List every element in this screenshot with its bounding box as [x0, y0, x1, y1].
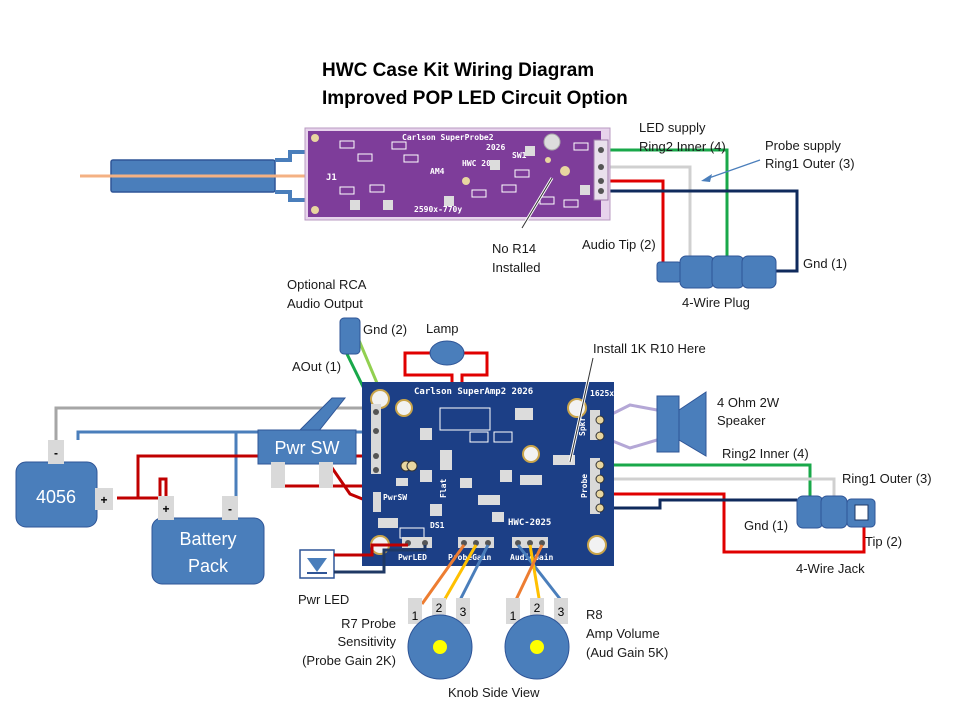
- r8-pin-2: 2: [534, 601, 541, 615]
- diagram-title-line1: HWC Case Kit Wiring Diagram: [322, 60, 594, 81]
- probe-silk-code: HWC 2025: [462, 159, 501, 168]
- probe-silk-sw1: SW1: [512, 151, 527, 160]
- label-four-wire-jack: 4-Wire Jack: [796, 561, 865, 576]
- battery-label-2: Pack: [188, 556, 229, 576]
- probe-silk-part: 2590x-770y: [414, 205, 462, 214]
- wire-jack-gnd: [600, 498, 797, 510]
- label-probe-supply-1: Probe supply: [765, 138, 841, 153]
- amp-silk-probe: Probe: [580, 474, 589, 498]
- four-wire-jack: [796, 495, 876, 529]
- label-r7-3: (Probe Gain 2K): [302, 653, 396, 668]
- charger-label: 4056: [36, 487, 76, 507]
- probe-silk-title: Carlson SuperProbe2: [402, 133, 494, 142]
- diagram-title-line2: Improved POP LED Circuit Option: [322, 88, 628, 109]
- amp-silk-pwrsw: PwrSW: [383, 493, 407, 502]
- battery-minus: -: [228, 502, 232, 516]
- speaker: [656, 391, 707, 457]
- probe-silk-am4: AM4: [430, 167, 445, 176]
- wire-gnd-plug: [607, 189, 799, 273]
- label-probe-supply-2: Ring1 Outer (3): [765, 156, 855, 171]
- label-install-r10: Install 1K R10 Here: [593, 341, 706, 356]
- four-wire-plug: [656, 255, 777, 289]
- label-ring2-inner: Ring2 Inner (4): [722, 446, 809, 461]
- label-r8-3: (Aud Gain 5K): [586, 645, 668, 660]
- label-knob-side-view: Knob Side View: [448, 685, 540, 700]
- probe-silk-j1: J1: [326, 173, 337, 183]
- label-rca-gnd: Gnd (2): [363, 322, 407, 337]
- label-audio-tip: Audio Tip (2): [582, 237, 656, 252]
- rca-connector: [339, 317, 361, 355]
- label-led-supply-1: LED supply: [639, 120, 706, 135]
- label-speaker-1: 4 Ohm 2W: [717, 395, 780, 410]
- label-ring1-outer: Ring1 Outer (3): [842, 471, 932, 486]
- label-lamp: Lamp: [426, 321, 459, 336]
- amp-pcb: Carlson SuperAmp2 2026 HWC-2025 1625x 11…: [362, 382, 643, 566]
- label-four-wire-plug: 4-Wire Plug: [682, 295, 750, 310]
- pwr-sw-label: Pwr SW: [275, 438, 340, 458]
- power-switch: Pwr SW: [257, 397, 357, 488]
- probe-silk-year: 2026: [486, 143, 505, 152]
- label-r7-2: Sensitivity: [337, 634, 396, 649]
- label-rca-2: Audio Output: [287, 296, 363, 311]
- label-led-supply-2: Ring2 Inner (4): [639, 139, 726, 154]
- pot-r8: 1 2 3: [504, 598, 570, 680]
- wire-jack-tip: [600, 492, 866, 554]
- label-tip-jack: Tip (2): [865, 534, 902, 549]
- wire-jack-ring1: [600, 477, 836, 496]
- pot-r7: 1 2 3: [407, 598, 473, 680]
- label-no-r14-2: Installed: [492, 260, 540, 275]
- charger-plus: +: [100, 493, 107, 507]
- wire-jack-ring2: [600, 463, 812, 496]
- label-gnd-plug: Gnd (1): [803, 256, 847, 271]
- amp-silk-flat: Flat: [439, 479, 448, 498]
- label-pwr-led: Pwr LED: [298, 592, 349, 607]
- charger-module: 4056 - +: [15, 440, 113, 528]
- wire-led-supply: [607, 148, 729, 262]
- amp-silk-spkr: Spkr: [578, 417, 587, 436]
- r8-pin-1: 1: [510, 609, 517, 623]
- amp-silk-ds1: DS1: [430, 521, 445, 530]
- wire-probe-supply: [607, 165, 692, 262]
- battery-plus: +: [162, 502, 169, 516]
- r7-pin-2: 2: [436, 601, 443, 615]
- amp-silk-title: Carlson SuperAmp2 2026: [414, 387, 533, 397]
- power-led: [299, 543, 427, 579]
- r8-pin-3: 3: [558, 605, 565, 619]
- label-speaker-2: Speaker: [717, 413, 766, 428]
- amp-silk-code: HWC-2025: [508, 518, 551, 528]
- wire-charger-grey: [54, 406, 380, 440]
- probe-pcb: Carlson SuperProbe2 2026 HWC 2025 2590x-…: [304, 127, 611, 221]
- r7-pin-3: 3: [460, 605, 467, 619]
- label-no-r14-1: No R14: [492, 241, 536, 256]
- r7-pin-1: 1: [412, 609, 419, 623]
- probe-tube: [80, 150, 318, 202]
- amp-silk-pwrled: PwrLED: [398, 553, 427, 562]
- label-r7-1: R7 Probe: [341, 616, 396, 631]
- lamp: [429, 340, 465, 366]
- label-aout: AOut (1): [292, 359, 341, 374]
- charger-minus: -: [54, 446, 58, 460]
- amp-silk-xy: 1625x 1135y: [590, 389, 643, 398]
- label-r8-1: R8: [586, 607, 603, 622]
- wire-charger-blue: [76, 430, 238, 500]
- label-r8-2: Amp Volume: [586, 626, 660, 641]
- battery-label-1: Battery: [179, 529, 236, 549]
- label-rca-1: Optional RCA: [287, 277, 367, 292]
- wire-audio-tip: [607, 179, 665, 262]
- label-gnd-jack: Gnd (1): [744, 518, 788, 533]
- battery-pack: Battery Pack + -: [151, 496, 265, 585]
